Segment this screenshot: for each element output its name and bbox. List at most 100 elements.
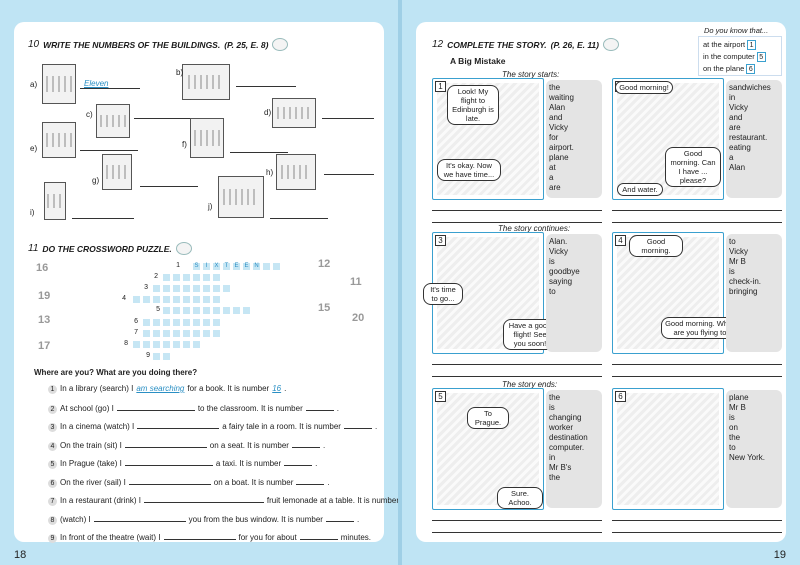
answer-blank[interactable]: [116, 403, 195, 411]
crossword-cell[interactable]: [152, 284, 161, 293]
crossword-cell[interactable]: [192, 329, 201, 338]
story-writing-line[interactable]: [432, 222, 602, 223]
crossword-cell[interactable]: [182, 318, 191, 327]
answer-line-i[interactable]: [72, 218, 134, 219]
crossword-cell[interactable]: [162, 352, 171, 361]
crossword-cell[interactable]: [222, 284, 231, 293]
crossword-cell[interactable]: [182, 329, 191, 338]
crossword-cell[interactable]: [142, 295, 151, 304]
story-writing-line[interactable]: [432, 532, 602, 533]
story-writing-line[interactable]: [612, 222, 782, 223]
crossword-cell[interactable]: [132, 340, 141, 349]
number-blank[interactable]: [291, 440, 320, 448]
crossword-cell[interactable]: [162, 295, 171, 304]
crossword-cell[interactable]: [212, 295, 221, 304]
crossword-cell[interactable]: [262, 262, 271, 271]
dyk-box[interactable]: 6: [746, 64, 756, 74]
answer-blank[interactable]: [128, 477, 211, 485]
crossword-cell[interactable]: [232, 306, 241, 315]
story-writing-line[interactable]: [432, 376, 602, 377]
dyk-box[interactable]: 5: [756, 52, 766, 62]
crossword-cell[interactable]: [222, 306, 231, 315]
crossword-cell[interactable]: [202, 318, 211, 327]
crossword-cell[interactable]: [152, 329, 161, 338]
crossword-cell[interactable]: [162, 340, 171, 349]
crossword-cell[interactable]: [242, 262, 251, 271]
crossword-cell[interactable]: [232, 262, 241, 271]
crossword-cell[interactable]: [152, 352, 161, 361]
crossword-cell[interactable]: [192, 340, 201, 349]
crossword-cell[interactable]: [162, 273, 171, 282]
crossword-cell[interactable]: [142, 318, 151, 327]
crossword-cell[interactable]: [172, 306, 181, 315]
crossword-cell[interactable]: [162, 318, 171, 327]
crossword-cell[interactable]: [212, 318, 221, 327]
number-blank[interactable]: [296, 477, 325, 485]
crossword-cell[interactable]: [182, 273, 191, 282]
answer-line-f[interactable]: [230, 152, 288, 153]
story-writing-line[interactable]: [612, 532, 782, 533]
story-writing-line[interactable]: [612, 376, 782, 377]
crossword-cell[interactable]: [152, 318, 161, 327]
crossword-cell[interactable]: [172, 284, 181, 293]
answer-blank[interactable]: [124, 458, 213, 466]
answer-blank[interactable]: [137, 421, 220, 429]
story-writing-line[interactable]: [612, 210, 782, 211]
crossword-cell[interactable]: [202, 273, 211, 282]
number-blank[interactable]: [305, 403, 334, 411]
crossword-cell[interactable]: [202, 306, 211, 315]
crossword-cell[interactable]: [142, 329, 151, 338]
crossword-cell[interactable]: [192, 318, 201, 327]
story-writing-line[interactable]: [432, 520, 602, 521]
number-blank[interactable]: [299, 532, 338, 540]
crossword-cell[interactable]: [162, 306, 171, 315]
crossword-cell[interactable]: [172, 295, 181, 304]
answer-line-e[interactable]: [80, 150, 138, 151]
crossword-cell[interactable]: [212, 306, 221, 315]
crossword-cell[interactable]: [152, 340, 161, 349]
answer-line-j[interactable]: [270, 218, 328, 219]
crossword-cell[interactable]: [132, 295, 141, 304]
crossword-cell[interactable]: [202, 284, 211, 293]
crossword-cell[interactable]: [162, 329, 171, 338]
crossword-cell[interactable]: [272, 262, 281, 271]
crossword-cell[interactable]: [192, 306, 201, 315]
crossword-cell[interactable]: [212, 262, 221, 271]
story-writing-line[interactable]: [432, 364, 602, 365]
answer-blank[interactable]: [124, 440, 207, 448]
crossword-cell[interactable]: [162, 284, 171, 293]
answer-blank[interactable]: [93, 514, 186, 522]
crossword-cell[interactable]: [252, 262, 261, 271]
story-writing-line[interactable]: [432, 210, 602, 211]
crossword-cell[interactable]: [172, 329, 181, 338]
number-blank[interactable]: [343, 421, 372, 429]
answer-blank[interactable]: [163, 532, 236, 540]
crossword-cell[interactable]: [172, 318, 181, 327]
crossword-cell[interactable]: [192, 273, 201, 282]
crossword-cell[interactable]: [192, 262, 201, 271]
crossword-cell[interactable]: [182, 295, 191, 304]
answer-line-b[interactable]: [236, 86, 296, 87]
answer-line-c[interactable]: [134, 118, 192, 119]
crossword-cell[interactable]: [202, 295, 211, 304]
story-writing-line[interactable]: [612, 520, 782, 521]
crossword-cell[interactable]: [172, 340, 181, 349]
crossword-cell[interactable]: [222, 262, 231, 271]
number-blank[interactable]: [325, 514, 354, 522]
crossword-cell[interactable]: [202, 329, 211, 338]
answer-blank[interactable]: [143, 495, 264, 503]
answer-line-h[interactable]: [324, 174, 374, 175]
story-writing-line[interactable]: [612, 364, 782, 365]
crossword-cell[interactable]: [142, 340, 151, 349]
crossword-cell[interactable]: [192, 295, 201, 304]
crossword-cell[interactable]: [212, 273, 221, 282]
crossword-cell[interactable]: [182, 306, 191, 315]
answer-line-d[interactable]: [322, 118, 374, 119]
crossword-cell[interactable]: [242, 306, 251, 315]
dyk-box[interactable]: 1: [747, 40, 757, 50]
number-blank[interactable]: [284, 458, 313, 466]
crossword-cell[interactable]: [202, 262, 211, 271]
crossword-cell[interactable]: [212, 284, 221, 293]
crossword-cell[interactable]: [212, 329, 221, 338]
crossword-cell[interactable]: [172, 273, 181, 282]
